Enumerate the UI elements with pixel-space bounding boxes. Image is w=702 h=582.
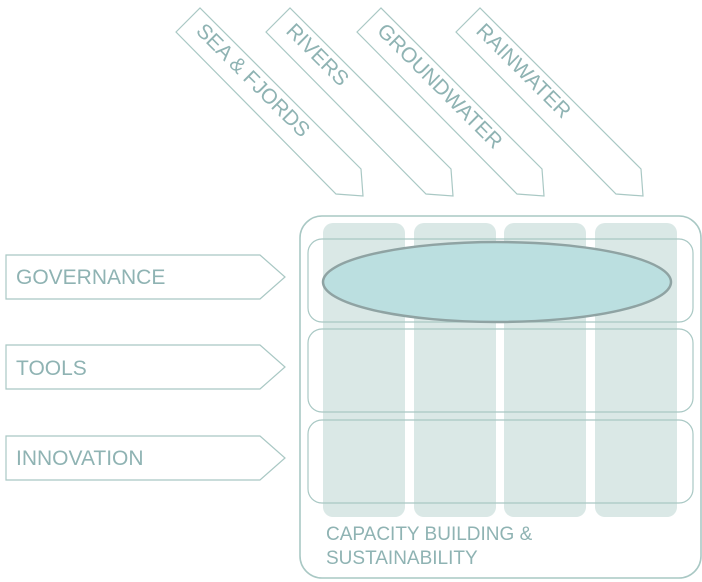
theme-arrow-governance: GOVERNANCE	[5, 254, 286, 300]
theme-arrows: GOVERNANCE TOOLS INNOVATION	[5, 254, 286, 481]
source-arrow-shape	[175, 7, 364, 197]
foundation-label-line1: CAPACITY BUILDING &	[326, 524, 533, 545]
foundation-label-line2: SUSTAINABILITY	[326, 548, 478, 569]
source-arrow-label: RAINWATER	[471, 19, 575, 123]
source-arrow-shape	[265, 7, 454, 197]
theme-arrow-label: TOOLS	[16, 357, 87, 380]
highlight-ellipse	[321, 240, 673, 324]
theme-arrow-shape	[5, 344, 286, 390]
source-arrow-shape	[356, 7, 545, 197]
theme-row	[307, 328, 694, 413]
theme-rows	[307, 238, 694, 504]
theme-arrow-tools: TOOLS	[5, 344, 286, 390]
theme-arrow-label: INNOVATION	[16, 447, 144, 470]
theme-arrow-innovation: INNOVATION	[5, 435, 286, 481]
water-source-arrows: SEA & FJORDS RIVERS GROUNDWATER RAINWATE…	[175, 7, 644, 197]
theme-arrow-label: GOVERNANCE	[16, 266, 165, 289]
source-arrow-rainwater: RAINWATER	[455, 7, 644, 197]
theme-arrow-shape	[5, 435, 286, 481]
theme-row	[307, 419, 694, 504]
source-arrow-shape	[455, 7, 644, 197]
theme-arrow-shape	[5, 254, 286, 300]
